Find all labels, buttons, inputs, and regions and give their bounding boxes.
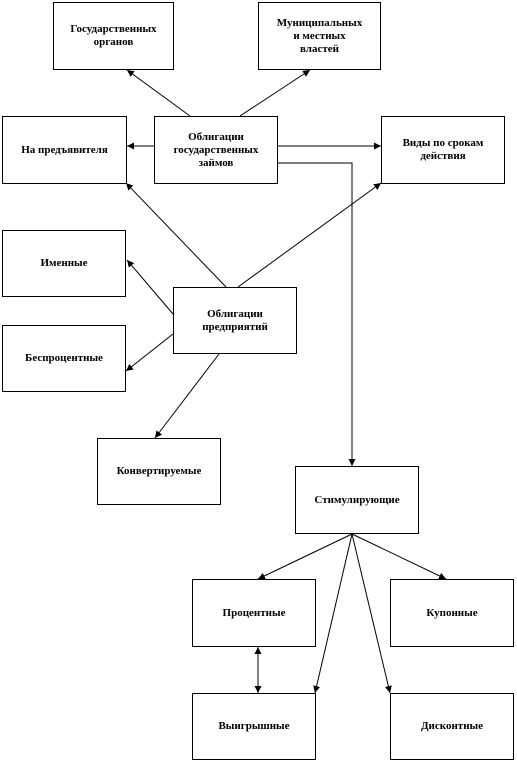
node-interest: Процентные — [192, 579, 316, 647]
edge-corp-bonds-to-bearer — [125, 182, 227, 288]
node-municipal: Муниципальных и местных властей — [258, 2, 381, 70]
edge-gov-bonds-to-stimulating — [278, 162, 356, 466]
edge-corp-bonds-to-registered — [126, 259, 174, 315]
node-coupon: Купонные — [390, 579, 514, 647]
edge-gov-bonds-to-gov-bodies — [126, 69, 191, 117]
node-convertible: Конвертируемые — [97, 438, 221, 505]
edge-corp-bonds-to-interest-free — [125, 333, 174, 372]
node-lottery: Выигрышные — [192, 693, 316, 760]
node-registered: Именные — [2, 230, 126, 297]
node-discount: Дисконтные — [390, 693, 514, 760]
node-gov-bonds: Облигации государственных займов — [154, 116, 278, 184]
node-term-types: Виды по срокам действия — [381, 116, 505, 184]
node-stimulating: Стимулирующие — [295, 466, 419, 534]
node-interest-free: Беспроцентные — [2, 325, 126, 392]
node-gov-bodies: Государственных органов — [53, 2, 174, 70]
edge-stimulating-to-lottery — [313, 533, 353, 694]
edge-corp-bonds-to-convertible — [154, 353, 220, 439]
edge-stimulating-to-interest — [257, 533, 353, 580]
edge-stimulating-to-coupon — [351, 533, 447, 580]
edge-stimulating-to-discount — [351, 533, 392, 694]
node-corp-bonds: Облигации предприятий — [173, 287, 297, 354]
node-bearer: На предъявителя — [2, 116, 127, 184]
edge-corp-bonds-to-term-types — [237, 182, 382, 288]
edge-gov-bonds-to-municipal — [239, 69, 311, 117]
